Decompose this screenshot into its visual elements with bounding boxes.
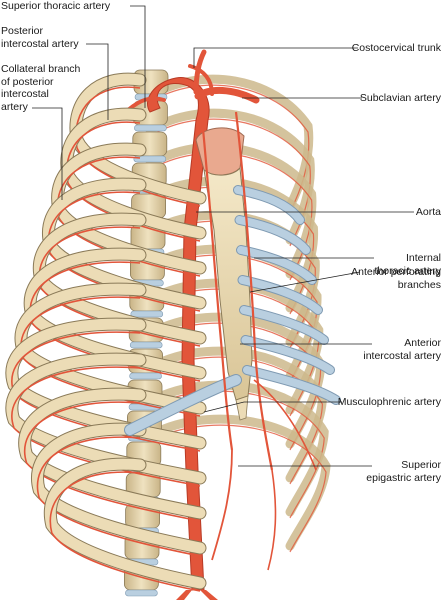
label-superior-thoracic-artery: Superior thoracic artery xyxy=(1,0,111,12)
leader-collateral-branch xyxy=(32,107,63,200)
leader-posterior-intercostal xyxy=(86,43,109,120)
intervertebral-disc xyxy=(129,341,163,349)
rib xyxy=(19,388,206,519)
intervertebral-disc xyxy=(129,372,162,380)
aortic-branch-right xyxy=(200,590,218,600)
internal-thoracic-right xyxy=(234,111,274,471)
superior-epigastric-left xyxy=(211,449,233,561)
posterior-intercostal-artery xyxy=(56,156,201,277)
label-superior-epigastric-artery: Superior epigastric artery xyxy=(366,459,441,484)
posterior-intercostal-artery xyxy=(11,366,201,487)
costocervical-vessel xyxy=(188,64,214,96)
costal-cartilage xyxy=(235,216,310,254)
leader-superior-thoracic xyxy=(130,5,146,108)
intervertebral-disc xyxy=(125,589,158,597)
costal-cartilage xyxy=(241,336,334,374)
label-anterior-perforating-branches: Anterior perforating branches xyxy=(351,266,441,291)
leader-lines xyxy=(32,5,414,467)
rib xyxy=(32,423,206,554)
posterior-intercostal-artery xyxy=(49,471,201,592)
leader-costocervical xyxy=(193,47,358,68)
internal-thoracic-left xyxy=(200,117,234,451)
superior-epigastric-right xyxy=(267,469,277,571)
costal-cartilage xyxy=(243,366,340,404)
aortic-branch-left xyxy=(176,590,192,600)
costal-cartilage xyxy=(234,186,304,224)
intervertebral-disc xyxy=(134,124,167,132)
posterior-intercostal-artery xyxy=(36,436,201,557)
costal-cartilages xyxy=(124,185,341,436)
leader-anterior-perforating xyxy=(249,271,361,293)
posterior-intercostal-artery xyxy=(47,191,201,312)
posterior-intercostal-artery xyxy=(66,121,201,242)
intervertebral-disc xyxy=(133,155,167,163)
leader-musculophrenic xyxy=(203,401,342,413)
aorta-vessel xyxy=(126,49,260,600)
posterior-intercostal-artery xyxy=(24,401,201,522)
rib xyxy=(44,458,206,589)
descending-aorta xyxy=(147,77,210,591)
label-anterior-intercostal-artery: Anterior intercostal artery xyxy=(363,337,441,362)
intervertebral-disc xyxy=(130,310,164,318)
label-costocervical-trunk: Costocervical trunk xyxy=(351,42,441,54)
subclavian-artery-vessel xyxy=(194,87,260,104)
musculophrenic-branch xyxy=(253,379,317,471)
label-musculophrenic-artery: Musculophrenic artery xyxy=(337,396,441,408)
internal-thoracic-artery-vessel xyxy=(200,111,317,571)
label-subclavian-artery: Subclavian artery xyxy=(359,92,441,104)
anterior-rib-cage xyxy=(5,72,207,592)
label-aorta: Aorta xyxy=(415,206,441,218)
label-internal-thoracic-artery: Internal thoracic artery xyxy=(374,252,441,277)
label-posterior-intercostal-artery: Posterior intercostal artery xyxy=(1,25,79,50)
label-collateral-branch: Collateral branch of posterior intercost… xyxy=(1,63,81,113)
sternum xyxy=(195,127,253,421)
posterior-intercostal-artery xyxy=(38,226,201,347)
rib xyxy=(6,353,206,484)
posterior-intercostal-artery xyxy=(75,86,201,207)
costal-margin xyxy=(125,375,241,435)
